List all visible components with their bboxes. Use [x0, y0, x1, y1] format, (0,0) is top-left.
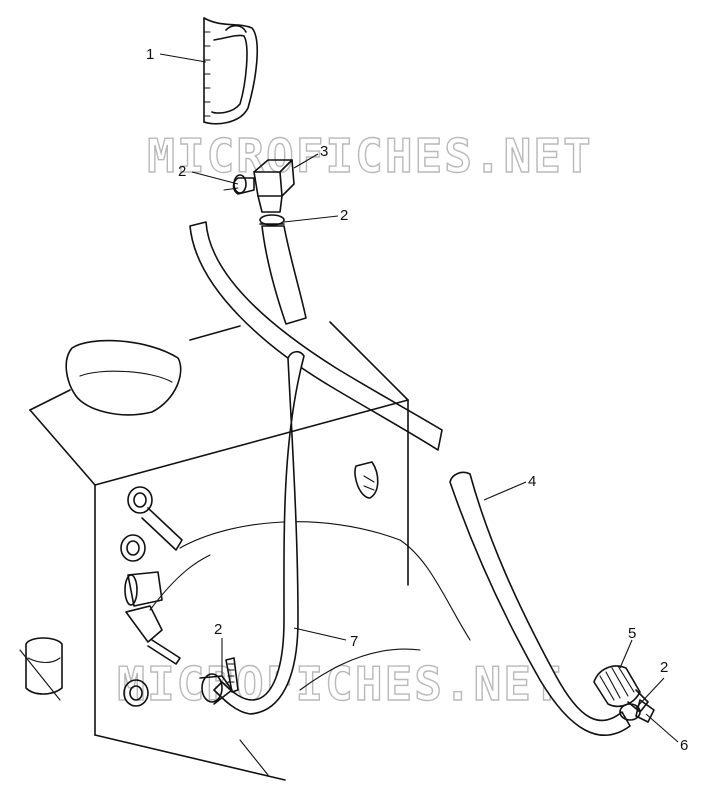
part-2-clamp-right	[619, 703, 641, 721]
callout-7: 7	[350, 633, 358, 650]
part-3-elbow-fitting	[232, 159, 295, 213]
callout-2-lower-left: 2	[214, 621, 222, 638]
callout-2-upper-left: 2	[178, 163, 186, 180]
callout-6: 6	[680, 737, 688, 754]
callout-2-below-fitting: 2	[340, 207, 348, 224]
hose-from-fitting	[261, 225, 307, 325]
fuel-tank	[19, 321, 471, 781]
vent-hose-long	[189, 221, 443, 451]
part-5-fuel-filter	[593, 665, 649, 713]
leader-lines	[159, 53, 679, 743]
part-2-clamp-lower-left	[199, 657, 239, 705]
part-2-clamp-below-fitting	[259, 214, 285, 226]
callout-4: 4	[528, 473, 536, 490]
part-6-clamp-fitting	[635, 699, 655, 723]
part-2-clamp-upper-left	[223, 174, 247, 194]
part-1-vent-tube	[203, 17, 259, 125]
callout-3: 3	[320, 143, 328, 160]
fuel-petcock	[25, 637, 63, 695]
part-4-fuel-hose	[449, 471, 631, 736]
watermark-top: MICROFICHES.NET	[147, 129, 592, 183]
callout-2-right: 2	[660, 659, 668, 676]
tank-outlet-fittings	[120, 461, 379, 707]
callout-5: 5	[628, 625, 636, 642]
callout-1: 1	[146, 46, 154, 63]
